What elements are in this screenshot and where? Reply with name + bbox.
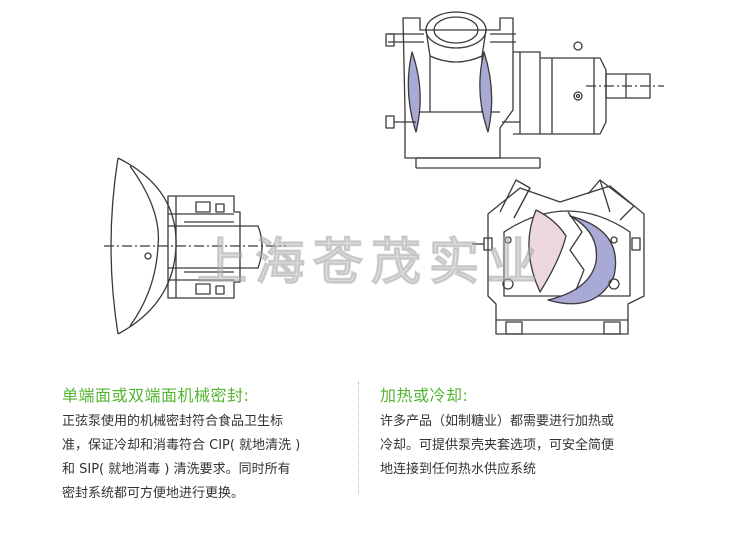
seal-section-body: 正弦泵使用的机械密封符合食品卫生标 准，保证冷却和消毒符合 CIP( 就地清洗 … [62,410,354,506]
body-line: 密封系统都可方便地进行更换。 [62,486,245,501]
body-line: 许多产品（如制糖业）都需要进行加热或 [380,414,615,429]
heating-section-body: 许多产品（如制糖业）都需要进行加热或 冷却。可提供泵壳夹套选项，可安全简便 地连… [380,410,680,482]
body-line: 准，保证冷却和消毒符合 CIP( 就地清洗 ) [62,438,301,453]
heating-section-heading: 加热或冷却: [380,386,469,405]
brand-watermark: 上海苍茂实业 [197,233,545,292]
body-line: 地连接到任何热水供应系统 [380,462,537,477]
section-divider [358,382,359,494]
pump-cross-section-drawing [472,179,645,335]
body-line: 和 SIP( 就地消毒 ) 清洗要求。同时所有 [62,462,291,477]
body-line: 正弦泵使用的机械密封符合食品卫生标 [62,414,284,429]
pump-side-view-drawing [385,11,664,169]
body-line: 冷却。可提供泵壳夹套选项，可安全简便 [380,438,615,453]
mechanical-seal-section-drawing [104,157,286,335]
pump-technical-drawings [104,11,664,335]
seal-section-heading: 单端面或双端面机械密封: [62,386,250,405]
